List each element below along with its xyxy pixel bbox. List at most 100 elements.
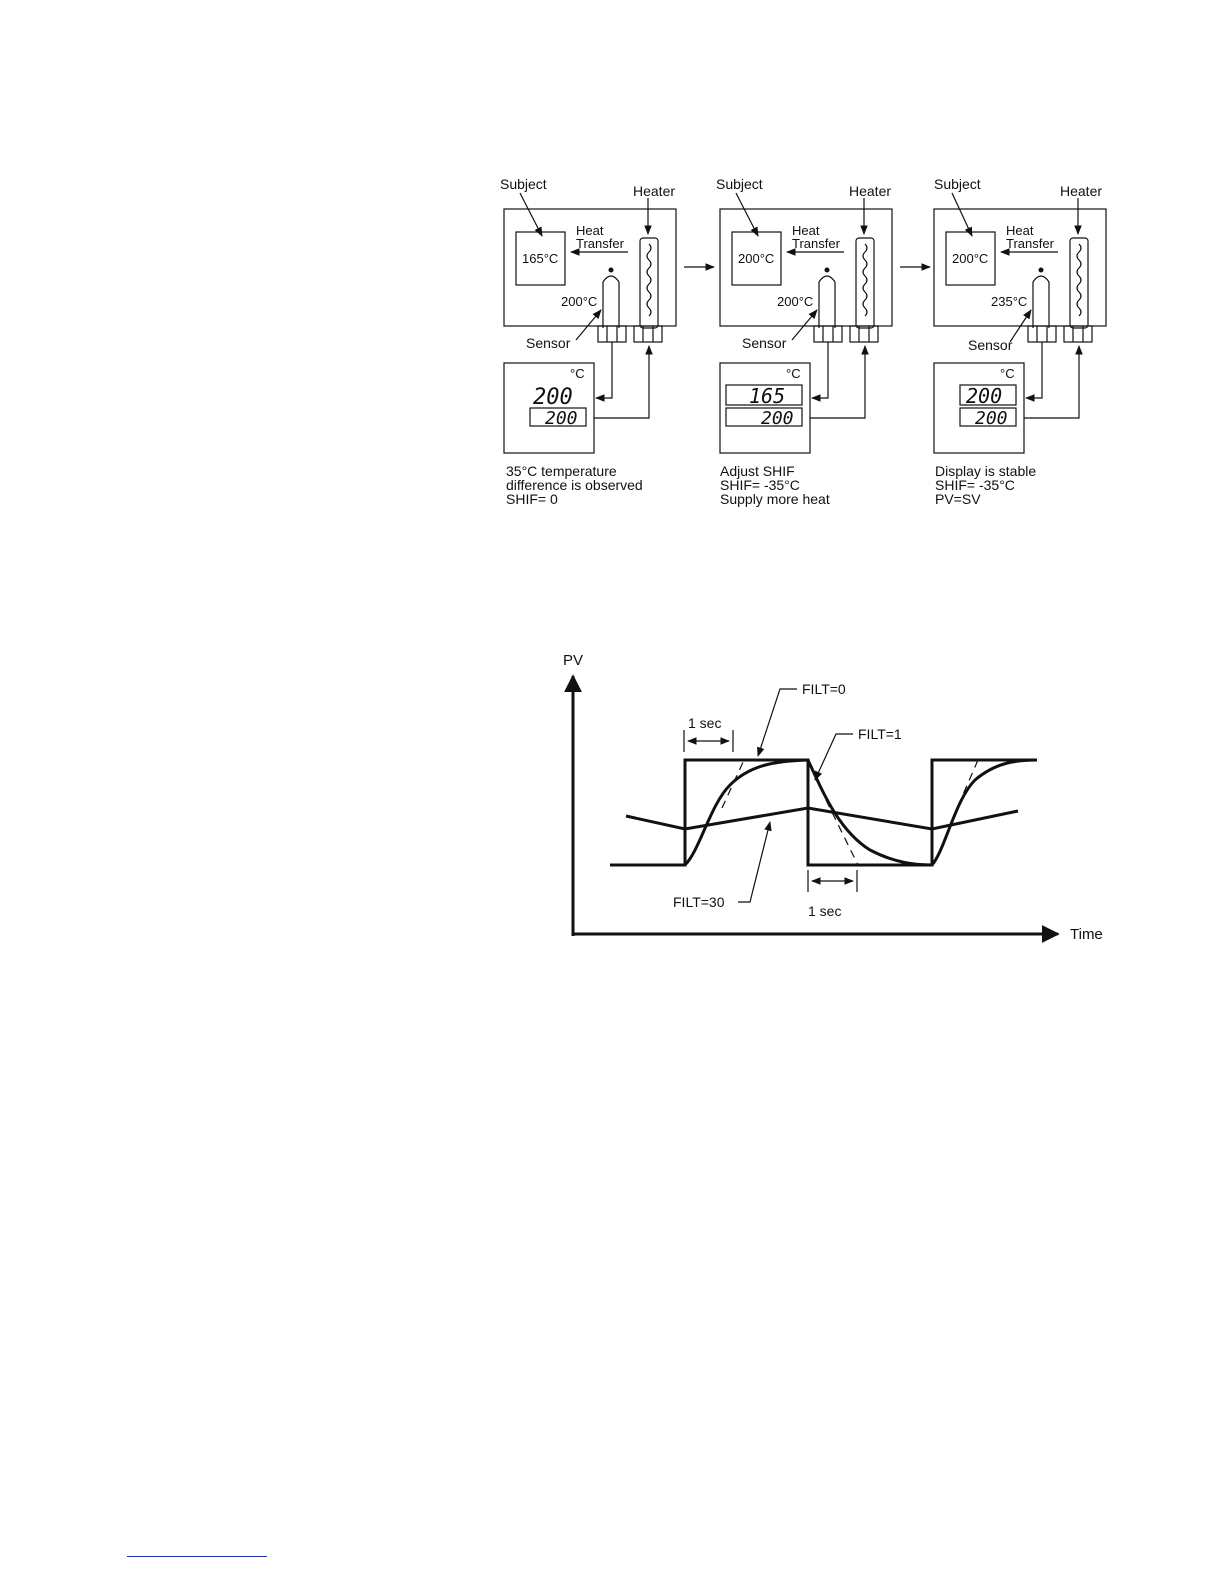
filt1-label: FILT=1 <box>858 726 902 742</box>
panel-1: Subject Heater 165°C Heat Transfer 200°C… <box>500 176 677 507</box>
filt30-label: FILT=30 <box>673 894 725 910</box>
heater-coil <box>862 243 868 317</box>
sv-display: 200 <box>975 408 1008 429</box>
caption-line1: Display is stable <box>935 463 1036 479</box>
heater-element <box>639 237 659 329</box>
sensor-probe <box>818 275 836 328</box>
sensor-wire <box>595 342 613 402</box>
unit-label: °C <box>570 366 585 381</box>
sv-display: 200 <box>545 408 578 429</box>
process-enclosure <box>719 208 893 327</box>
subject-temp: 200°C <box>738 251 774 266</box>
heater-terminal <box>849 325 879 343</box>
process-enclosure <box>503 208 677 327</box>
heater-label: Heater <box>1060 183 1102 199</box>
sensor-wire <box>1025 342 1043 402</box>
heater-coil <box>646 243 652 317</box>
footer-rule <box>127 1556 267 1557</box>
caption-line3: PV=SV <box>935 491 981 507</box>
filt1-leader <box>814 733 853 781</box>
heat-transfer-line1: Heat <box>1006 223 1034 238</box>
filt0-curve <box>610 758 1037 867</box>
sv-display: 200 <box>761 408 794 429</box>
heater-element <box>855 237 875 329</box>
controller-body <box>719 362 811 454</box>
filt0-label: FILT=0 <box>802 681 846 697</box>
subject-label: Subject <box>500 176 547 192</box>
sensor-tip <box>608 267 614 273</box>
controller-body <box>933 362 1025 454</box>
sensor-pointer <box>791 309 818 341</box>
sensor-label: Sensor <box>742 335 787 351</box>
heater-label: Heater <box>633 183 675 199</box>
sensor-temp: 200°C <box>777 294 813 309</box>
caption-line1: Adjust SHIF <box>720 463 795 479</box>
unit-label: °C <box>786 366 801 381</box>
subject-temp: 200°C <box>952 251 988 266</box>
sensor-temp: 235°C <box>991 294 1027 309</box>
heat-transfer-line2: Transfer <box>1006 236 1055 251</box>
caption-line2: SHIF= -35°C <box>720 477 800 493</box>
sensor-pointer <box>1009 309 1032 343</box>
shift-diagram: Subject Heater 165°C Heat Transfer 200°C… <box>500 176 1107 507</box>
sensor-temp: 200°C <box>561 294 597 309</box>
sensor-terminal <box>1027 325 1057 343</box>
sv-display-frame <box>529 407 587 427</box>
heat-transfer-line1: Heat <box>576 223 604 238</box>
sensor-label: Sensor <box>968 337 1013 353</box>
sensor-probe <box>602 275 620 328</box>
pv-display: 165 <box>749 384 785 408</box>
x-axis-label: Time <box>1070 926 1103 943</box>
caption-line3: SHIF= 0 <box>506 491 558 507</box>
caption-line2: difference is observed <box>506 477 643 493</box>
caption-line2: SHIF= -35°C <box>935 477 1015 493</box>
heat-transfer-line2: Transfer <box>792 236 841 251</box>
sensor-terminal <box>813 325 843 343</box>
heater-terminal <box>1063 325 1093 343</box>
sensor-probe <box>1032 275 1050 328</box>
panel-2: Subject Heater 200°C Heat Transfer 200°C… <box>716 176 893 507</box>
heater-terminal <box>633 325 663 343</box>
filt30-curve <box>625 806 1019 831</box>
heater-wire <box>810 345 869 419</box>
sv-display-frame <box>725 407 803 427</box>
pv-display-frame <box>725 384 803 406</box>
filter-plot: PV Time 1 sec 1 sec FILT=0 FILT=1 FILT=3… <box>563 652 1103 943</box>
pv-display: 200 <box>533 385 573 410</box>
sensor-label: Sensor <box>526 335 571 351</box>
caption-line1: 35°C temperature <box>506 463 617 479</box>
subject-pointer <box>735 192 759 237</box>
heater-label: Heater <box>849 183 891 199</box>
subject-pointer <box>519 192 543 237</box>
sensor-wire <box>811 342 829 402</box>
heat-transfer-line2: Transfer <box>576 236 625 251</box>
filt1-curve <box>683 758 1038 867</box>
y-axis-label: PV <box>563 652 583 669</box>
tangent-rise-2 <box>957 759 979 807</box>
sensor-pointer <box>575 309 602 341</box>
tangent-rise-1 <box>721 759 745 809</box>
subject-temp: 165°C <box>522 251 558 266</box>
heat-transfer-line1: Heat <box>792 223 820 238</box>
heater-coil <box>1076 243 1082 317</box>
heater-wire <box>1024 345 1083 419</box>
unit-label: °C <box>1000 366 1015 381</box>
subject-label: Subject <box>934 176 981 192</box>
sensor-terminal <box>597 325 627 343</box>
panel-3: Subject Heater 200°C Heat Transfer 235°C… <box>933 176 1107 507</box>
sensor-tip <box>1038 267 1044 273</box>
filt0-leader <box>757 688 797 757</box>
pv-display: 200 <box>966 384 1002 408</box>
tangent-fall <box>825 799 859 866</box>
heater-wire <box>594 345 653 419</box>
filt30-leader <box>738 821 772 903</box>
subject-label: Subject <box>716 176 763 192</box>
one-sec-bottom-label: 1 sec <box>808 903 841 919</box>
controller-body <box>503 362 595 454</box>
pv-display-frame <box>959 384 1017 406</box>
heater-element <box>1069 237 1089 329</box>
sv-display-frame <box>959 407 1017 427</box>
subject-pointer <box>951 192 973 237</box>
one-sec-top-label: 1 sec <box>688 715 721 731</box>
